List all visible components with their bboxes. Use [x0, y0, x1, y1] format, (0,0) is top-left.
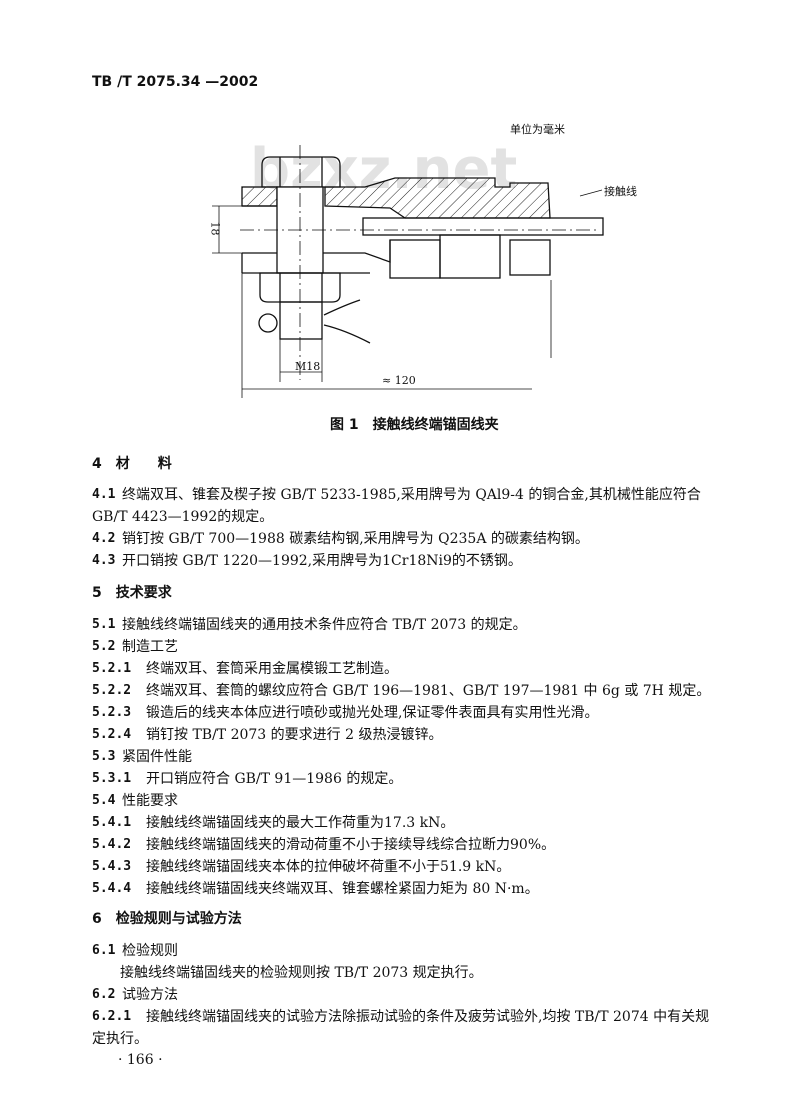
clause-number: 5.2: [92, 639, 116, 654]
clause-text: 接触线终端锚固线夹的滑动荷重不小于接续导线综合拉断力90%。: [146, 837, 556, 853]
dim-height: 18: [208, 221, 222, 236]
clause-number: 6.2.1: [92, 1009, 132, 1024]
section-number: 5: [92, 585, 102, 601]
clause-number: 5.2.2: [92, 683, 132, 698]
dim-thread: M18: [295, 360, 321, 373]
clause-text: 锻造后的线夹本体应进行喷砂或抛光处理,保证零件表面具有实用性光滑。: [146, 705, 599, 721]
figure-caption: 图 1 接触线终端锚固线夹: [330, 417, 499, 433]
clause-number: 5.4.1: [92, 815, 132, 830]
standard-number: TB /T 2075.34 —2002: [92, 74, 259, 90]
clause-number: 5.3: [92, 749, 116, 764]
clause-number: 6.2: [92, 987, 116, 1002]
clause-text: GB/T 4423—1992的规定。: [92, 509, 274, 525]
clause-text: 开口销应符合 GB/T 91—1986 的规定。: [146, 771, 403, 787]
clause-text: 终端双耳、套筒的螺纹应符合 GB/T 196—1981、GB/T 197—198…: [146, 683, 711, 699]
clause-number: 5.2.1: [92, 661, 132, 676]
clause-text: 接触线终端锚固线夹本体的拉伸破坏荷重不小于51.9 kN。: [146, 859, 511, 875]
clause-text: 接触线终端锚固线夹的检验规则按 TB/T 2073 规定执行。: [120, 965, 483, 981]
clause-number: 5.1: [92, 617, 116, 632]
clause-number: 5.2.4: [92, 727, 132, 742]
clause-text: 检验规则: [122, 943, 178, 959]
section-6-heading: 6 检验规则与试验方法: [92, 910, 242, 928]
unit-note: 单位为毫米: [510, 123, 565, 136]
section-title: 材 料: [115, 456, 172, 472]
clause-text: 销钉按 TB/T 2073 的要求进行 2 级热浸镀锌。: [146, 727, 443, 743]
section-5-heading: 5 技术要求: [92, 584, 172, 602]
section-title: 技术要求: [115, 585, 172, 601]
clause-number: 5.2.3: [92, 705, 132, 720]
clause-text: 接触线终端锚固线夹终端双耳、锥套螺栓紧固力矩为 80 N·m。: [146, 881, 539, 897]
clause-number: 4.3: [92, 553, 116, 568]
bolt-head: [261, 156, 341, 188]
clause-number: 5.4.4: [92, 881, 132, 896]
wire-label: 接触线: [604, 185, 637, 198]
clause-text: 开口销按 GB/T 1220—1992,采用牌号为1Cr18Ni9的不锈钢。: [122, 553, 522, 569]
page-number: · 166 ·: [118, 1052, 163, 1068]
dim-length: ≈ 120: [382, 374, 416, 387]
clause-number: 6.1: [92, 943, 116, 958]
clause-number: 5.4.3: [92, 859, 132, 874]
clause-number: 4.1: [92, 487, 116, 502]
clause-number: 5.3.1: [92, 771, 132, 786]
clause-text: 终端双耳、锥套及楔子按 GB/T 5233-1985,采用牌号为 QAl9-4 …: [122, 487, 701, 503]
clause-text: 接触线终端锚固线夹的试验方法除振动试验的条件及疲劳试验外,均按 TB/T 207…: [146, 1009, 710, 1025]
section-number: 4: [92, 456, 102, 472]
section-4-heading: 4 材 料: [92, 455, 172, 473]
clamp-drawing: [212, 145, 604, 398]
clause-text: 紧固件性能: [122, 749, 192, 765]
clause-number: 5.4.2: [92, 837, 132, 852]
clause-text: 定执行。: [92, 1031, 148, 1047]
clause-number: 4.2: [92, 531, 116, 546]
section-title: 检验规则与试验方法: [115, 911, 242, 927]
clause-text: 制造工艺: [122, 639, 178, 655]
clause-text: 接触线终端锚固线夹的通用技术条件应符合 TB/T 2073 的规定。: [122, 617, 527, 633]
clause-text: 性能要求: [122, 793, 178, 809]
clause-text: 试验方法: [122, 987, 178, 1003]
clause-text: 终端双耳、套筒采用金属模锻工艺制造。: [146, 661, 398, 677]
clause-text: 接触线终端锚固线夹的最大工作荷重为17.3 kN。: [146, 815, 455, 831]
clause-text: 销钉按 GB/T 700—1988 碳素结构钢,采用牌号为 Q235A 的碳素结…: [122, 531, 589, 547]
clause-number: 5.4: [92, 793, 116, 808]
section-number: 6: [92, 911, 102, 927]
